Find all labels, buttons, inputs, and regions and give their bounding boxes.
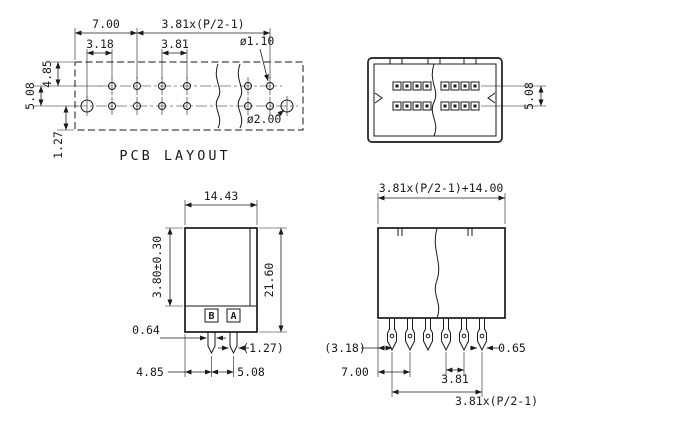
contact: [392, 81, 402, 91]
contact: [422, 81, 432, 91]
section-box-b: [204, 308, 219, 323]
dim-pin-offset-label: (1.27): [242, 341, 284, 355]
contact: [450, 81, 460, 91]
dim-hole-1-10-label: ø1.10: [240, 34, 275, 48]
connector-pin-view: 3.81x(P/2-1)+14.00 (3.18) 7.00 3.81 0.65…: [324, 181, 538, 408]
pcb-outline: [74, 61, 304, 131]
dim-pin-thickness-label: 0.64: [132, 323, 160, 337]
contact: [460, 101, 470, 111]
break-line: [431, 63, 437, 137]
break-line: [434, 227, 440, 319]
solder-pin: [423, 317, 433, 351]
contact: [412, 101, 422, 111]
dim-1-27-label: 1.27: [51, 131, 65, 159]
dim-row-a-label: 4.85: [136, 365, 164, 379]
connector-body: [377, 227, 506, 319]
contact: [470, 101, 480, 111]
dim-height-label: 21.60: [262, 263, 276, 298]
connector-body: [184, 227, 258, 333]
contact: [422, 101, 432, 111]
dim-row-b-label: 5.08: [237, 365, 265, 379]
dim-end-offset-label: (3.18): [324, 341, 366, 355]
dim-row-spacing-label: 5.08: [522, 82, 536, 110]
section-box-a: [226, 308, 241, 323]
contact: [460, 81, 470, 91]
dim-width-label: 14.43: [204, 189, 239, 203]
contact: [450, 101, 460, 111]
dim-edge-to-pin-label: 7.00: [341, 365, 369, 379]
contact: [392, 101, 402, 111]
dim-4-85-label: 4.85: [40, 60, 54, 88]
solder-pin: [477, 317, 487, 351]
pin-b: [207, 332, 216, 355]
connector-side-view: B A 14.43 21.60 3.80±0.30 0.64 (1.27): [132, 189, 287, 379]
pcb-layout-view: 7.00 3.81x(P/2-1) 3.18 3.81 4.85 5.08 1.…: [23, 17, 304, 164]
dim-pin-width-label: 0.65: [498, 341, 526, 355]
contact: [402, 101, 412, 111]
contact: [412, 81, 422, 91]
dim-pitch-span-label: 3.81x(P/2-1): [161, 17, 244, 31]
signal-hole: [108, 96, 116, 116]
pcb-layout-caption: PCB LAYOUT: [119, 148, 230, 164]
contact: [470, 81, 480, 91]
solder-pin: [387, 317, 397, 351]
dim-3-81-label: 3.81: [161, 37, 189, 51]
solder-pin: [459, 317, 469, 351]
break-line: [237, 63, 243, 129]
dim-7-00-label: 7.00: [92, 17, 120, 31]
section-label-b: B: [208, 311, 214, 322]
pin-a: [229, 332, 238, 355]
dim-total-width-label: 3.81x(P/2-1)+14.00: [379, 181, 504, 195]
solder-pin: [441, 317, 451, 351]
dim-standoff-label: 3.80±0.30: [150, 236, 164, 298]
section-label-a: A: [230, 311, 236, 322]
break-line: [215, 63, 221, 129]
contact: [440, 81, 450, 91]
dim-5-08-label: 5.08: [23, 82, 37, 110]
keying-mark: [487, 92, 496, 104]
contact: [440, 101, 450, 111]
dim-3-18-label: 3.18: [86, 37, 114, 51]
keying-mark: [374, 92, 383, 104]
contact: [402, 81, 412, 91]
dim-pin-pitch-label: 3.81: [441, 372, 469, 386]
dim-pitch-span-label: 3.81x(P/2-1): [455, 394, 538, 408]
solder-pin: [405, 317, 415, 351]
connector-front-view: 5.08: [367, 57, 546, 143]
dim-hole-2-00-label: ø2.00: [247, 112, 282, 126]
